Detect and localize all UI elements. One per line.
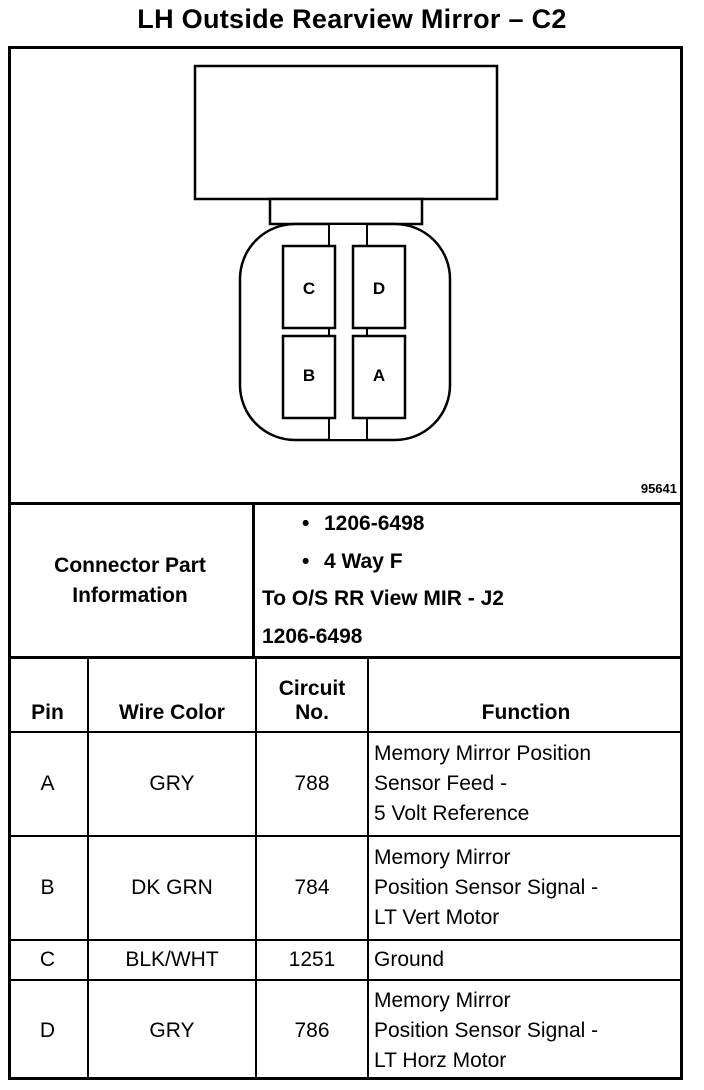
function-line: LT Horz Motor — [374, 1048, 507, 1072]
table-row: B DK GRN 784 Memory Mirror Position Sens… — [8, 835, 683, 941]
function-line: Position Sensor Signal - — [374, 1018, 599, 1042]
connector-info-label-line1: Connector Part — [54, 553, 206, 577]
header-circuit-line1: Circuit — [278, 677, 346, 700]
connector-info-values: • 1206-6498 • 4 Way F To O/S RR View MIR -… — [258, 505, 683, 656]
pin-cell: C — [8, 939, 89, 981]
function-line: 5 Volt Reference — [374, 802, 530, 825]
cavity-a — [351, 334, 407, 420]
cavity-label-d: D — [373, 279, 385, 298]
header-circuit: Circuit No. — [255, 659, 369, 733]
function-line: Memory Mirror — [374, 846, 511, 869]
connector-type-bullet: • 4 Way F — [302, 547, 403, 577]
function-cell: Ground — [367, 939, 683, 981]
circuit-cell: 784 — [255, 835, 369, 941]
wire-color-cell: DK GRN — [87, 835, 257, 941]
header-function: Function — [367, 659, 683, 733]
function-cell: Memory Mirror Position Sensor Signal - L… — [367, 835, 683, 941]
bullet-icon: • — [302, 512, 310, 535]
function-line: Memory Mirror — [374, 988, 511, 1012]
figure-number: 95641 — [640, 481, 677, 496]
connector-diagram: C D B A — [193, 64, 499, 442]
mating-part-number: 1206-6498 — [262, 625, 363, 648]
cavity-b — [281, 334, 337, 420]
function-line: LT Vert Motor — [374, 906, 500, 929]
connector-neck — [268, 197, 424, 226]
page-title: LH Outside Rearview Mirror – C2 — [137, 4, 567, 34]
header-pin: Pin — [8, 659, 89, 733]
pinout-table: Pin Wire Color Circuit No. Function A GR… — [8, 659, 683, 1080]
wire-color-cell: GRY — [87, 979, 257, 1080]
table-row: A GRY 788 Memory Mirror Position Sensor … — [8, 731, 683, 837]
circuit-cell: 788 — [255, 731, 369, 837]
connector-info-label: Connector Part Information — [8, 505, 255, 656]
pin-cell: A — [8, 731, 89, 837]
circuit-cell: 786 — [255, 979, 369, 1080]
cavity-label-c: C — [303, 279, 315, 298]
function-line: Memory Mirror Position — [374, 742, 592, 765]
function-line: Ground — [374, 948, 445, 971]
circuit-cell: 1251 — [255, 939, 369, 981]
cavity-label-b: B — [303, 366, 315, 385]
connector-info-section: Connector Part Information • 1206-6498 • 4… — [8, 505, 683, 659]
function-line: Position Sensor Signal - — [374, 876, 599, 899]
bullet-icon: • — [302, 550, 310, 573]
cavity-c — [281, 244, 337, 330]
cavity-d — [351, 244, 407, 330]
connector-body — [193, 64, 499, 201]
part-number-bullet: • 1206-6498 — [302, 509, 424, 539]
table-header-row: Pin Wire Color Circuit No. Function — [8, 659, 683, 733]
table-row: C BLK/WHT 1251 Ground — [8, 939, 683, 981]
function-cell: Memory Mirror Position Sensor Feed - 5 V… — [367, 731, 683, 837]
part-number: 1206-6498 — [324, 512, 425, 535]
connector-type: 4 Way F — [324, 550, 403, 573]
pin-cell: D — [8, 979, 89, 1080]
function-cell: Memory Mirror Position Sensor Signal - L… — [367, 979, 683, 1080]
header-circuit-line2: No. — [295, 701, 329, 724]
connector-info-label-line2: Information — [72, 583, 188, 607]
header-wire-color: Wire Color — [87, 659, 257, 733]
wire-color-cell: GRY — [87, 731, 257, 837]
table-row: D GRY 786 Memory Mirror Position Sensor … — [8, 979, 683, 1080]
wire-color-cell: BLK/WHT — [87, 939, 257, 981]
pin-cell: B — [8, 835, 89, 941]
connector-diagram-panel: C D B A 95641 — [8, 46, 683, 505]
function-line: Sensor Feed - — [374, 772, 508, 795]
mating-connector: To O/S RR View MIR - J2 — [262, 587, 504, 610]
cavity-label-a: A — [373, 366, 385, 385]
